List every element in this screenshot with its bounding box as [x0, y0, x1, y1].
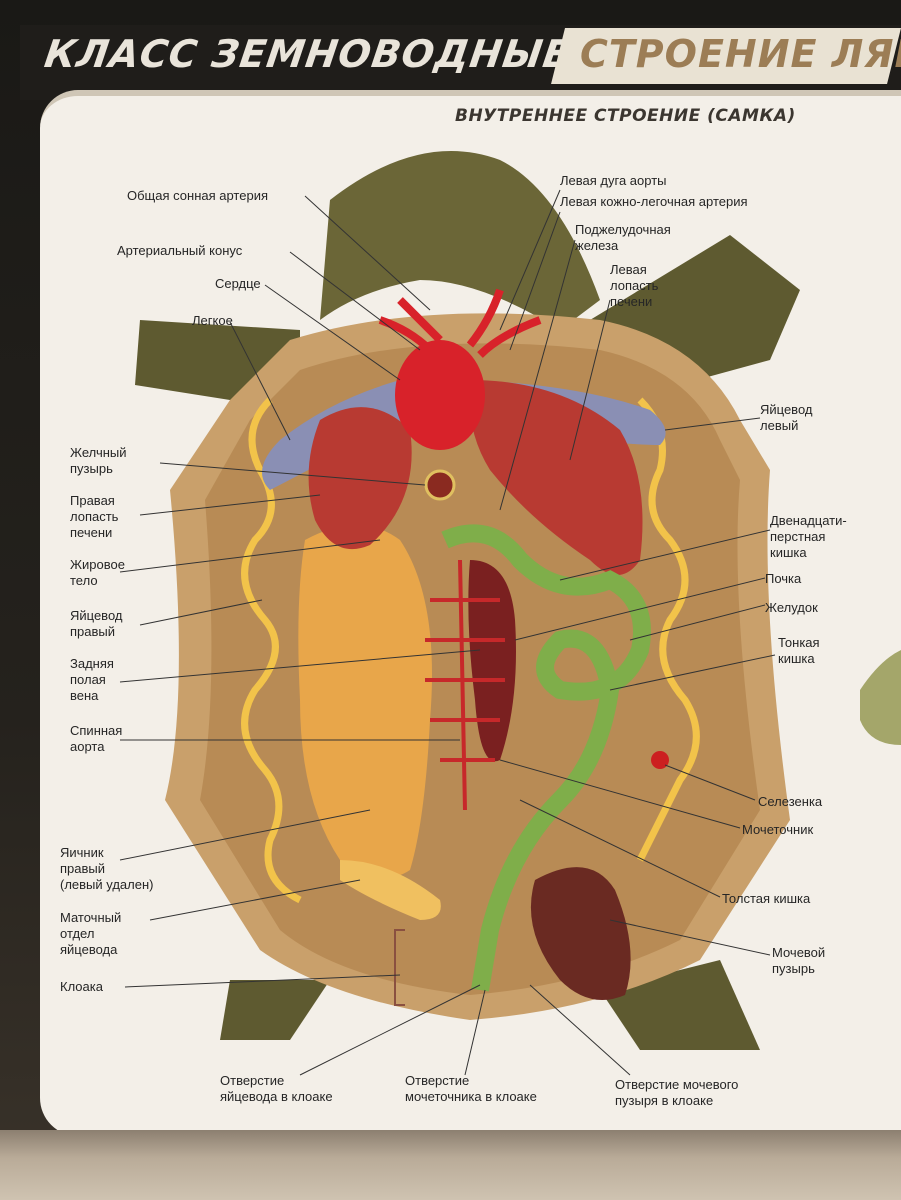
leader-large-intestine	[519, 799, 721, 898]
carotid-arteries-drawing	[378, 288, 542, 358]
leader-gallbladder	[159, 462, 426, 486]
label-cloaca: Клоака	[60, 979, 103, 994]
label-bladder-opening: Отверстие мочевого пузыря в клоаке	[615, 1077, 739, 1108]
leader-small-intestine	[609, 654, 776, 691]
leader-lung	[229, 321, 291, 441]
label-pancreas: Поджелудочная железа	[575, 222, 671, 253]
leader-right-oviduct	[139, 599, 263, 626]
leader-duodenum	[559, 529, 771, 581]
label-lung: Легкое	[192, 313, 233, 328]
leader-right-liver	[139, 494, 321, 516]
leader-left-aortic-arch	[499, 189, 561, 331]
label-small-intestine: Тонкая кишка	[778, 635, 820, 666]
leader-pancreas	[499, 239, 576, 511]
screen-bottom-edge	[0, 1130, 901, 1200]
kidney-drawing	[468, 560, 516, 762]
leader-ureter	[499, 759, 741, 829]
leader-left-pulmocutaneous	[509, 211, 561, 351]
ovary-drawing	[298, 525, 432, 878]
leader-left-liver	[569, 299, 611, 461]
leader-ureter-opening	[464, 989, 486, 1076]
spleen-drawing	[651, 751, 669, 769]
label-kidney: Почка	[765, 571, 802, 586]
label-left-oviduct: Яйцевод левый	[760, 402, 813, 433]
diagram-subtitle: ВНУТРЕННЕЕ СТРОЕНИЕ (САМКА)	[455, 106, 796, 126]
edge-hindfoot	[860, 650, 901, 745]
leader-kidney	[514, 577, 766, 641]
label-right-liver-lobe: Правая лопасть печени	[70, 493, 119, 540]
label-carotid-artery: Общая сонная артерия	[127, 188, 268, 203]
leader-heart	[264, 284, 401, 381]
left-hindlimb	[220, 980, 330, 1040]
label-stomach: Желудок	[765, 600, 818, 615]
frog-head	[320, 151, 600, 330]
leader-bladder	[609, 919, 771, 956]
label-posterior-vena-cava: Задняя полая вена	[70, 656, 114, 703]
leader-post-vena	[119, 649, 481, 683]
aorta-drawing	[425, 559, 505, 811]
gallbladder-drawing	[424, 469, 456, 501]
label-large-intestine: Толстая кишка	[722, 891, 811, 906]
leader-left-oviduct	[664, 417, 761, 431]
label-left-pulmocutaneous-artery: Левая кожно-легочная артерия	[560, 194, 748, 209]
label-urinary-bladder: Мочевой пузырь	[772, 945, 826, 976]
label-ureter: Мочеточник	[742, 822, 814, 837]
cloaca-bracket	[394, 929, 405, 1006]
label-oviduct-opening: Отверстие яйцевода в клоаке	[220, 1073, 333, 1104]
label-arterial-conus: Артериальный конус	[117, 243, 243, 258]
label-left-aortic-arch: Левая дуга аорты	[560, 173, 667, 188]
bladder-drawing	[530, 867, 631, 1000]
left-liver-drawing	[469, 380, 643, 575]
label-spleen: Селезенка	[758, 794, 823, 809]
label-duodenum: Двенадцати- перстная кишка	[770, 513, 847, 560]
leader-bladder-opening	[529, 984, 631, 1076]
label-left-liver-lobe: Левая лопасть печени	[610, 262, 659, 309]
intestine-drawing	[441, 524, 651, 992]
left-oviduct-drawing	[636, 397, 700, 862]
heart-drawing	[395, 340, 485, 450]
leader-conus	[289, 251, 421, 351]
label-fat-body: Жировое тело	[70, 557, 125, 588]
leader-fat-body	[119, 539, 381, 573]
leader-oviduct-opening	[299, 984, 481, 1076]
leader-stomach	[629, 604, 766, 641]
label-ureter-opening: Отверстие мочеточника в клоаке	[405, 1073, 537, 1104]
uterine-drawing	[340, 860, 441, 920]
label-right-ovary: Яичник правый (левый удален)	[60, 845, 154, 892]
leader-carotid	[304, 195, 431, 311]
leader-uterine	[149, 879, 361, 921]
leader-spleen	[664, 764, 756, 801]
label-heart: Сердце	[215, 276, 261, 291]
right-liver-drawing	[308, 407, 412, 550]
label-right-oviduct: Яйцевод правый	[70, 608, 123, 639]
leader-cloaca	[124, 974, 401, 988]
label-uterine-oviduct: Маточный отдел яйцевода	[60, 910, 122, 957]
label-gallbladder: Желчный пузырь	[70, 445, 127, 476]
leader-right-ovary	[119, 809, 371, 861]
label-dorsal-aorta: Спинная аорта	[70, 723, 123, 754]
section-title: СТРОЕНИЕ ЛЯГ	[580, 32, 901, 76]
